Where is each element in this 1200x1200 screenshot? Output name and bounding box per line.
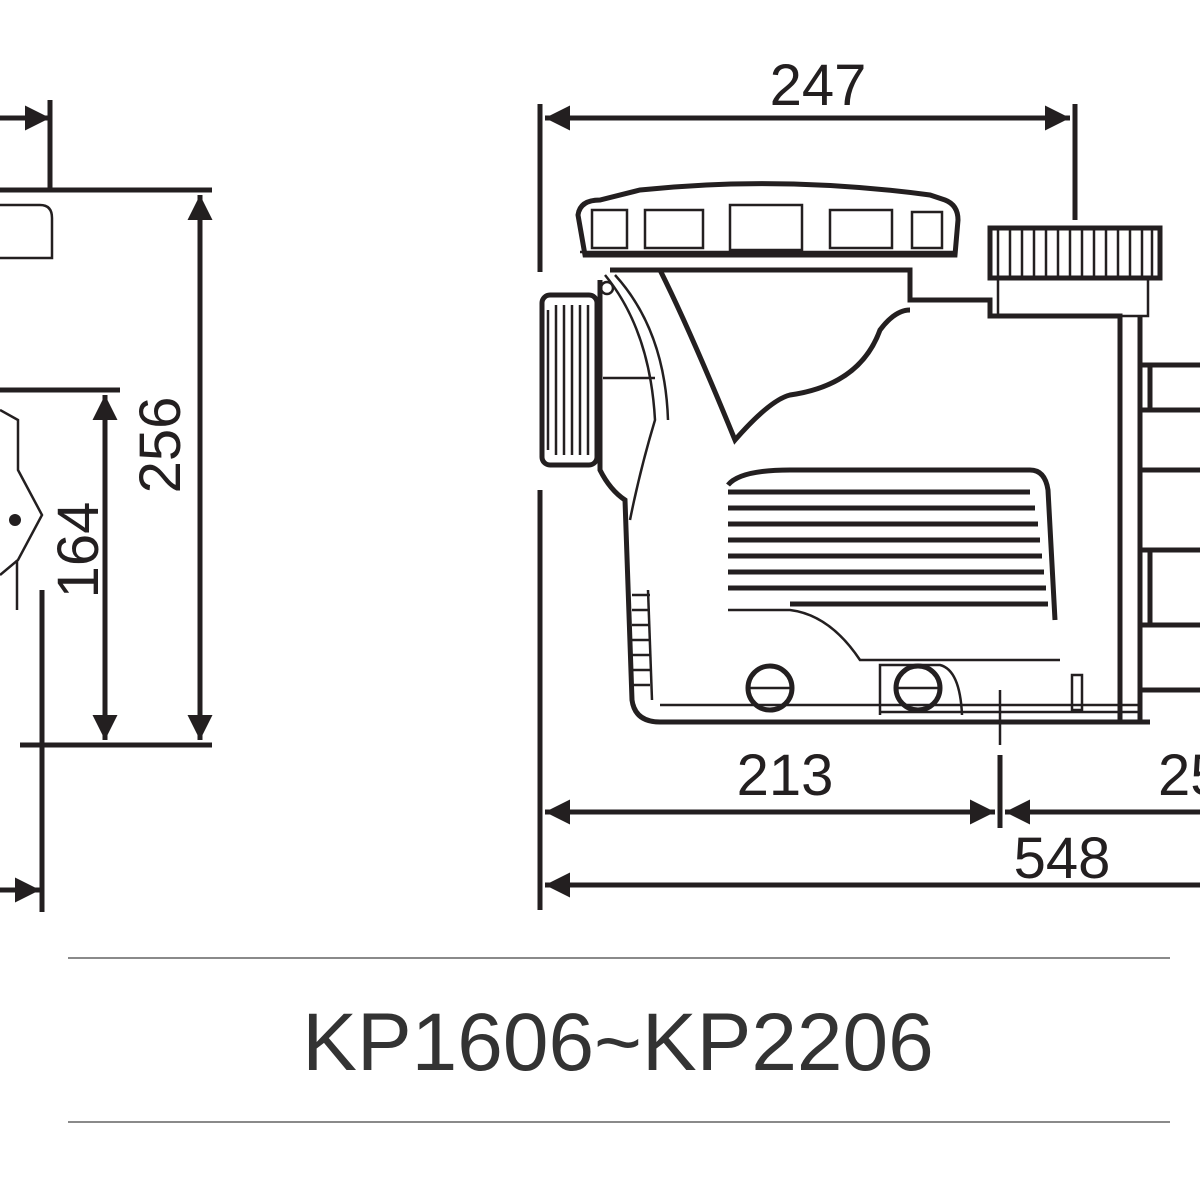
- front-view-dimensions: 247 213 25 548: [537, 53, 1200, 910]
- dim-label-256: 256: [128, 397, 193, 494]
- side-view: 256 164: [0, 100, 213, 912]
- pump-front-view: [539, 181, 1200, 745]
- dim-label-213: 213: [737, 743, 834, 808]
- dim-label-247: 247: [770, 53, 867, 118]
- dim-label-548: 548: [1014, 826, 1111, 891]
- model-title: KP1606~KP2206: [302, 997, 934, 1088]
- dim-label-right-partial: 25: [1158, 743, 1200, 808]
- dim-label-164: 164: [46, 502, 111, 599]
